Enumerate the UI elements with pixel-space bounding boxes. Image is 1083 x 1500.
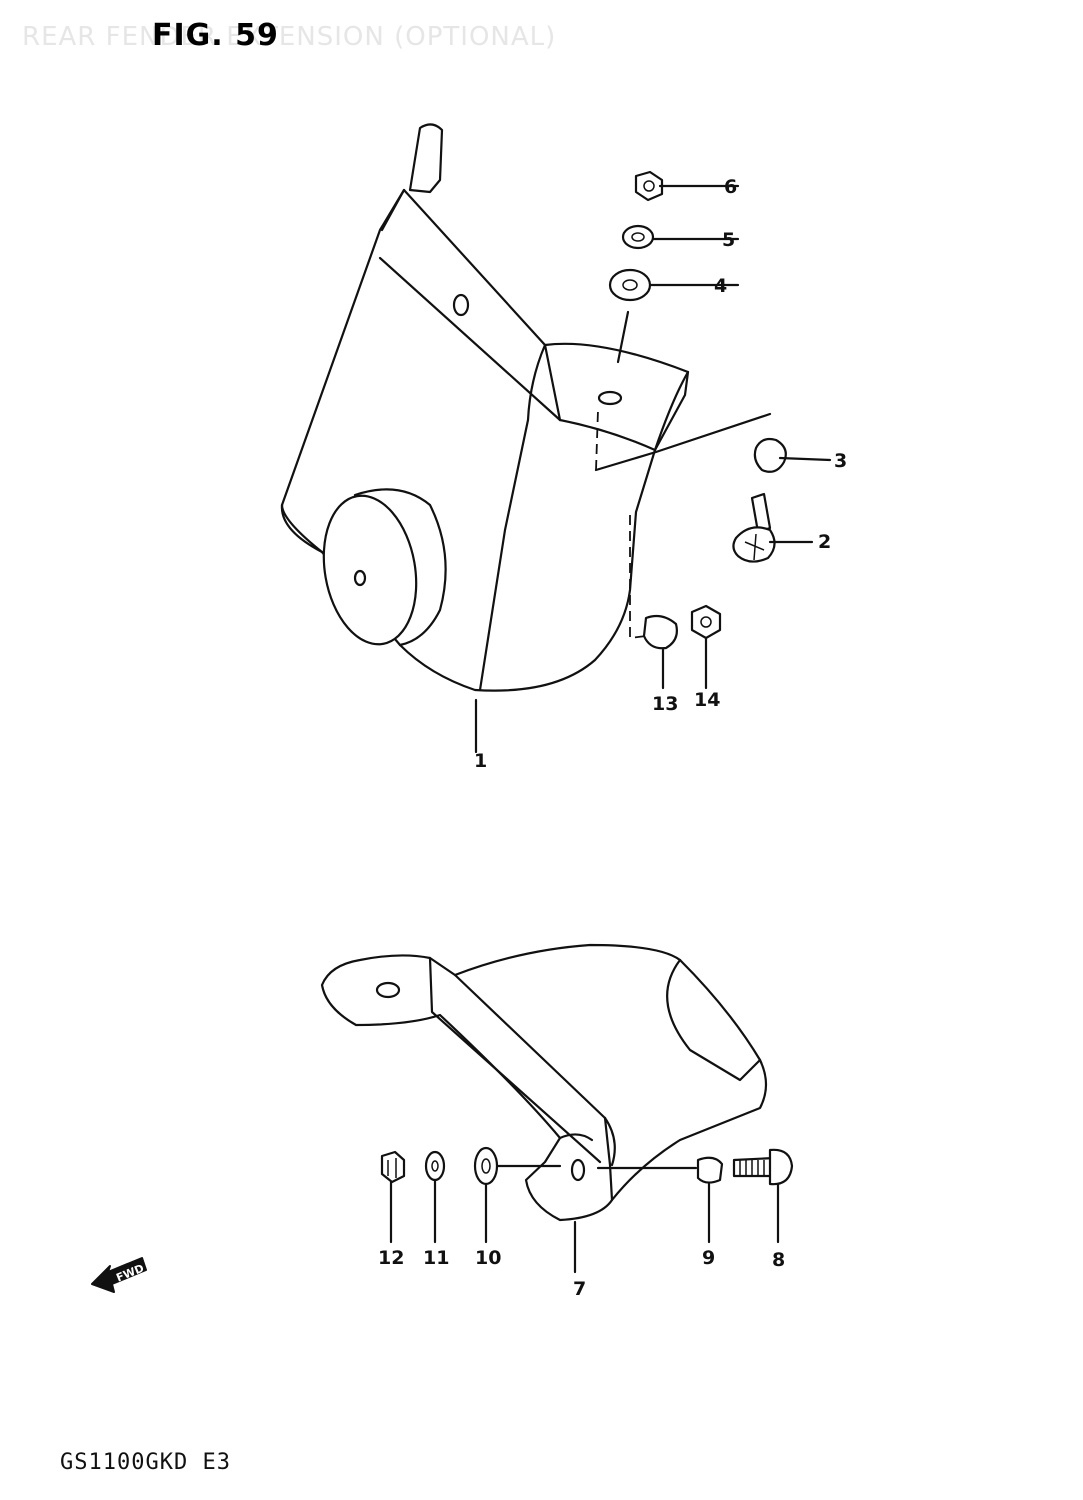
callout-1: 1 <box>474 750 487 772</box>
callout-2: 2 <box>818 531 831 553</box>
lock-washer-part-11 <box>424 1150 446 1182</box>
nut-part-6 <box>634 170 664 202</box>
spacer-part-9 <box>696 1156 724 1184</box>
callout-12: 12 <box>378 1247 404 1269</box>
washer-part-10 <box>473 1146 499 1186</box>
bolt-part-2 <box>732 492 776 563</box>
nut-part-14 <box>690 604 722 640</box>
callout-5: 5 <box>722 229 735 251</box>
section-title-watermark: REAR FENDER EXTENSION (OPTIONAL) <box>22 22 557 52</box>
nut-part-13 <box>642 614 678 650</box>
callout-13: 13 <box>652 693 678 715</box>
model-code-footer: GS1100GKD E3 <box>60 1450 231 1475</box>
cushion-part-3 <box>753 437 787 473</box>
nut-part-12 <box>380 1150 406 1184</box>
callout-14: 14 <box>694 689 720 711</box>
rear-fender-extension-part-1 <box>280 123 690 692</box>
callout-4: 4 <box>714 275 727 297</box>
callout-10: 10 <box>475 1247 501 1269</box>
callout-7: 7 <box>573 1278 586 1300</box>
fwd-label: FWD <box>114 1262 146 1285</box>
forward-direction-arrow-icon: FWD <box>91 1257 147 1293</box>
callout-11: 11 <box>423 1247 449 1269</box>
washer-part-4 <box>608 268 652 302</box>
bolt-part-8 <box>732 1148 794 1186</box>
callout-8: 8 <box>772 1249 785 1271</box>
bracket-part-7 <box>320 943 768 1222</box>
callout-6: 6 <box>724 176 737 198</box>
callout-3: 3 <box>834 450 847 472</box>
callout-9: 9 <box>702 1247 715 1269</box>
lock-washer-part-5 <box>621 224 655 250</box>
figure-number: FIG. 59 <box>152 18 279 53</box>
